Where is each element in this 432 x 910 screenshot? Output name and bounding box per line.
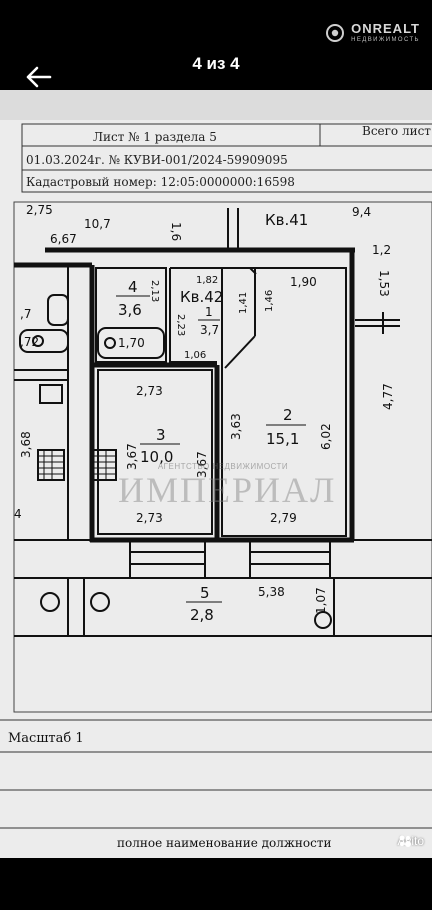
brand-watermark: ONREALT НЕДВИЖИМОСТЬ [325, 22, 420, 43]
room-2-area: 15,1 [266, 430, 299, 448]
dim-273-top: 2,73 [136, 384, 163, 398]
dim-neighbor-94: 9,4 [352, 205, 371, 219]
dim-363: 3,63 [229, 413, 243, 440]
dim-141: 1,41 [238, 292, 249, 314]
total-sheets-label: Всего лист [362, 124, 431, 138]
scale-label: Масштаб 1 [8, 731, 84, 746]
viewer-bottombar [0, 858, 432, 910]
position-title-label: полное наименование должности [117, 836, 332, 850]
dim-106: 1,06 [184, 350, 206, 361]
dim-neighbor-153: 1,53 [377, 270, 391, 297]
dim-neighbor-4: 4 [14, 507, 22, 521]
dim-213: 2,13 [149, 280, 160, 302]
dim-neighbor-275: 2,75 [26, 203, 53, 217]
dim-neighbor-667: 6,67 [50, 232, 77, 246]
sheet-label: Лист № 1 раздела 5 [93, 130, 217, 144]
dim-neighbor-72: ,72 [20, 335, 39, 349]
dim-neighbor-477: 4,77 [381, 383, 395, 410]
avito-watermark: Avito [398, 834, 424, 848]
image-counter: 4 из 4 [192, 54, 240, 73]
dim-190: 1,90 [290, 275, 317, 289]
room-3-number: 3 [156, 426, 166, 444]
header-table [21, 123, 432, 193]
dim-170: 1,70 [118, 336, 145, 350]
back-button[interactable] [22, 60, 56, 94]
room-4-area: 3,6 [118, 301, 142, 319]
room-5-area: 2,8 [190, 606, 214, 624]
viewer-topbar: 4 из 4 ONREALT НЕДВИЖИМОСТЬ [0, 0, 432, 90]
floor-plan-photo[interactable]: Лист № 1 раздела 5 Всего лист 01.03.2024… [0, 90, 432, 858]
dim-273-bot: 2,73 [136, 511, 163, 525]
room-3-area: 10,0 [140, 448, 173, 466]
dim-367-b: 3,67 [195, 451, 209, 478]
cadastral-number: Кадастровый номер: 12:05:0000000:16598 [26, 175, 295, 189]
avito-dots-icon [399, 835, 411, 847]
dim-538: 5,38 [258, 585, 285, 599]
dim-neighbor-7: ,7 [20, 307, 31, 321]
flat-42-label: Кв.42 [180, 288, 223, 306]
room-4-number: 4 [128, 278, 138, 296]
dim-neighbor-12: 1,2 [372, 243, 391, 257]
brand-name: ONREALT [351, 21, 420, 36]
dim-223: 2,23 [175, 314, 186, 336]
dim-279: 2,79 [270, 511, 297, 525]
dim-107: 1,07 [314, 587, 328, 614]
dim-182: 1,82 [196, 275, 218, 286]
dim-neighbor-16: 1,6 [169, 222, 183, 241]
room-2-number: 2 [283, 406, 293, 424]
room-1-number: 1 [205, 305, 213, 319]
avito-label: Avito [397, 834, 424, 848]
arrow-left-icon [26, 66, 52, 88]
dim-602: 6,02 [319, 423, 333, 450]
brand-subtitle: НЕДВИЖИМОСТЬ [351, 37, 420, 43]
flat-41-label: Кв.41 [265, 211, 308, 229]
floor-plan-drawing: Лист № 1 раздела 5 Всего лист 01.03.2024… [0, 90, 432, 858]
dim-neighbor-368: 3,68 [19, 431, 33, 458]
date-reference: 01.03.2024г. № КУВИ-001/2024-59909095 [26, 153, 288, 167]
onrealt-logo-icon [326, 23, 345, 42]
dim-367-a: 3,67 [125, 443, 139, 470]
room-1-area: 3,7 [200, 323, 219, 337]
room-5-number: 5 [200, 584, 210, 602]
dim-146: 1,46 [264, 290, 275, 312]
dim-neighbor-107: 10,7 [84, 217, 111, 231]
walls [14, 247, 355, 543]
